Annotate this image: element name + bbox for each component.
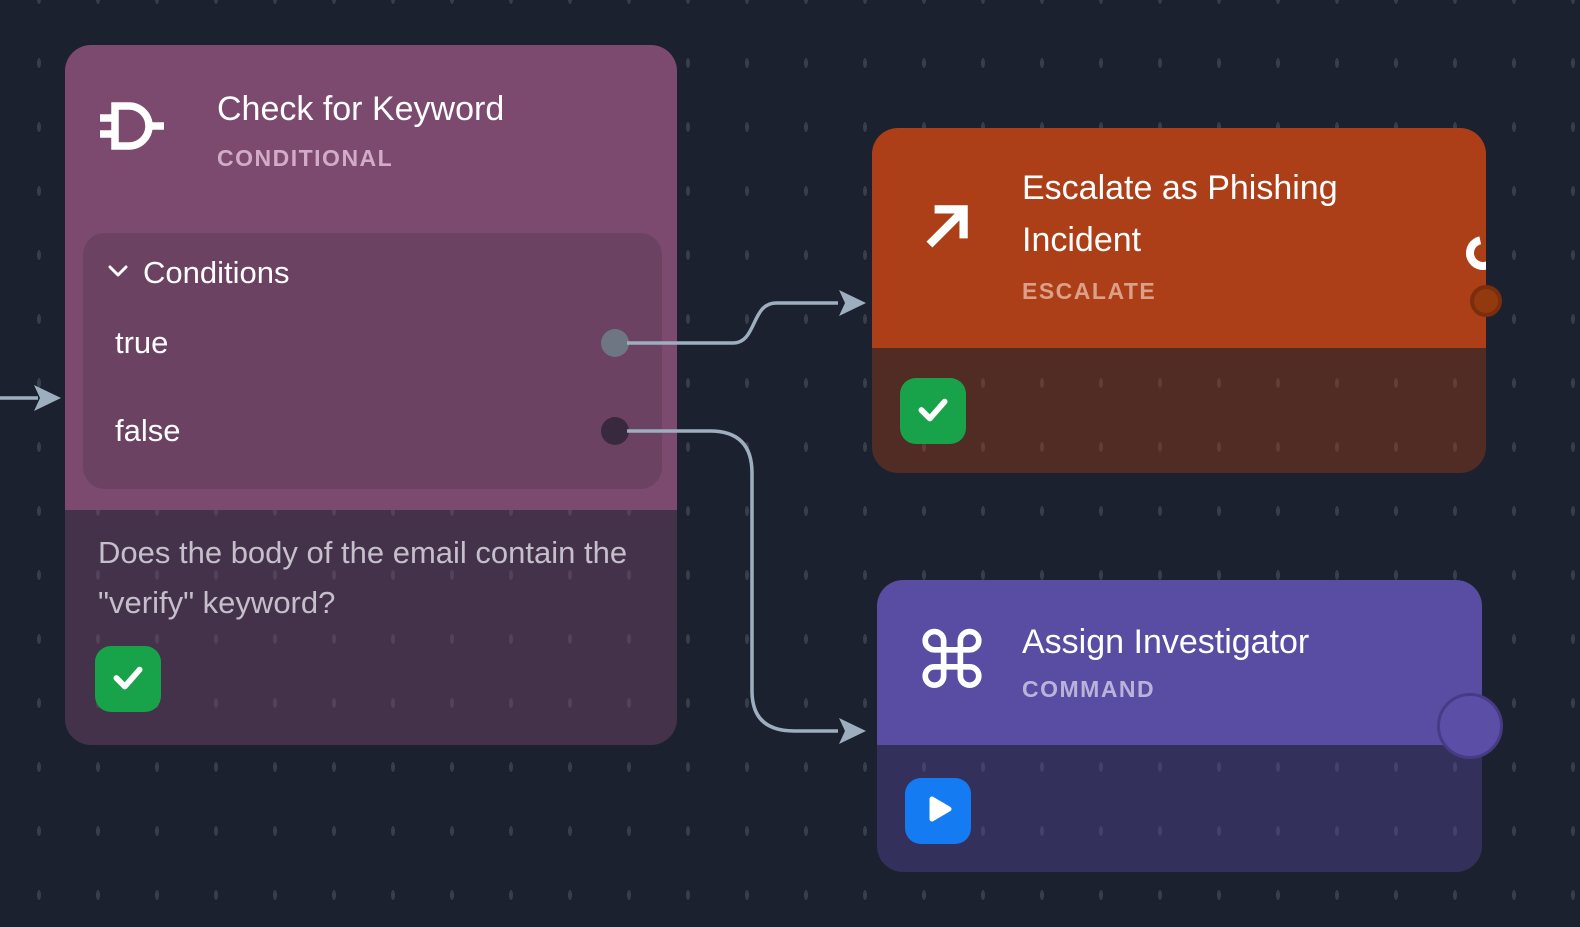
output-label-true: true [115,325,169,360]
output-port[interactable] [1437,693,1503,759]
node-type-badge: CONDITIONAL [217,145,394,171]
node-header[interactable]: Check for Keyword CONDITIONAL Conditions… [65,45,677,510]
node-assign-investigator[interactable]: ⌘ Assign Investigator COMMAND [877,580,1503,872]
node-header[interactable]: Escalate as Phishing Incident ESCALATE [872,128,1502,348]
node-check-for-keyword[interactable]: Check for Keyword CONDITIONAL Conditions… [65,45,677,745]
clipped-edge-icon [1462,223,1486,281]
node-type-badge: ESCALATE [1022,278,1157,304]
node-type-badge: COMMAND [1022,676,1156,702]
arrow-up-right-icon [917,198,975,261]
node-description: Does the body of the email contain the "… [98,535,628,620]
logic-gate-icon [98,98,166,159]
play-icon [920,791,956,832]
status-badge [95,646,161,712]
check-icon [914,390,952,433]
node-body [877,745,1482,872]
node-title: Check for Keyword [217,90,505,128]
node-body: Does the body of the email contain the "… [65,510,677,745]
node-body [872,348,1486,473]
output-port-true[interactable] [601,329,629,357]
node-title: Escalate as Phishing Incident [1022,169,1338,259]
true-edge-arrowhead [839,290,866,316]
output-port[interactable] [1470,285,1502,317]
status-badge [905,778,971,844]
node-title: Assign Investigator [1022,623,1310,661]
command-icon: ⌘ [913,617,991,707]
false-edge-arrowhead [839,718,866,744]
chevron-down-icon[interactable] [107,264,129,283]
conditions-header[interactable]: Conditions [107,255,289,291]
incoming-edge-arrowhead [34,385,61,411]
check-icon [109,658,147,701]
node-escalate-as-phishing-incident[interactable]: Escalate as Phishing Incident ESCALATE [872,128,1502,473]
conditions-label: Conditions [143,255,290,290]
status-badge [900,378,966,444]
output-label-false: false [115,413,181,448]
conditions-panel: Conditions true false [83,233,662,489]
node-header[interactable]: ⌘ Assign Investigator COMMAND [877,580,1482,745]
output-port-false[interactable] [601,417,629,445]
